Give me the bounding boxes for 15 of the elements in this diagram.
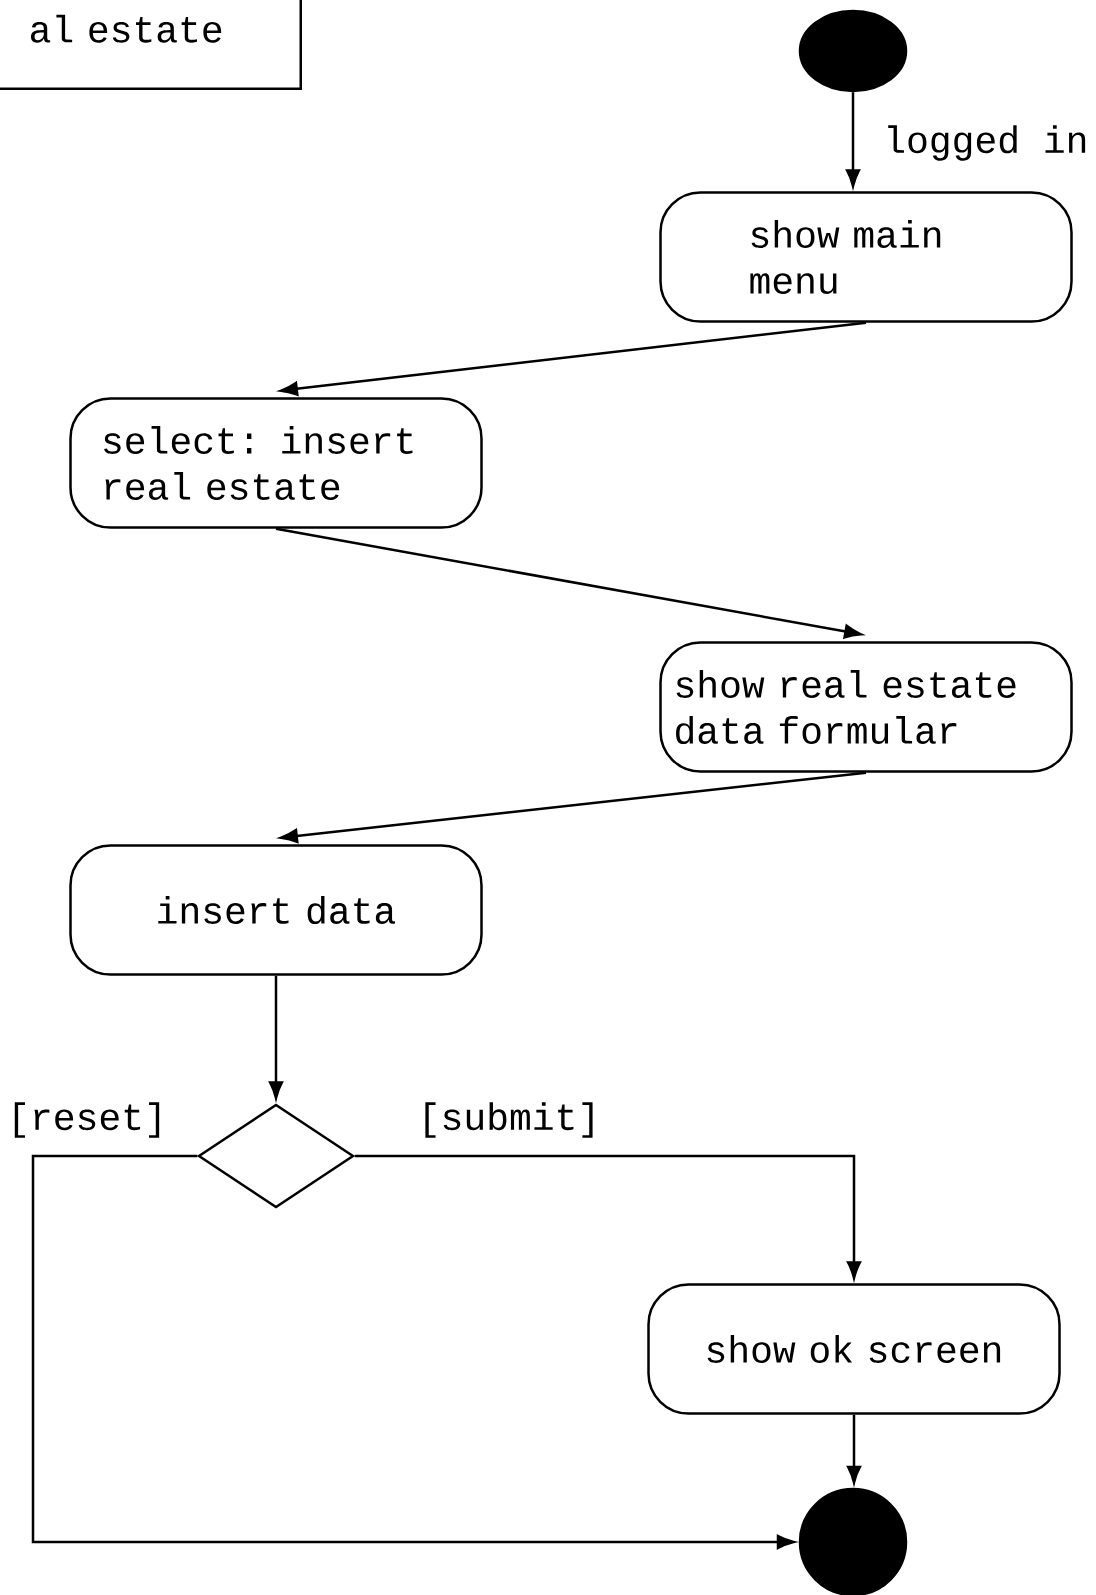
title-box: al estate xyxy=(0,0,302,90)
arrow xyxy=(354,1154,862,1280)
arrow xyxy=(275,527,863,639)
start-node xyxy=(798,9,908,93)
arrow xyxy=(268,975,284,1100)
action-box: insert data xyxy=(69,844,483,976)
edge-label: [submit] xyxy=(415,1100,603,1140)
action-box: show ok screen xyxy=(647,1283,1061,1415)
action-box: select: insert real estate xyxy=(69,397,483,529)
end-node xyxy=(798,1487,908,1595)
action-box: show real estate data formular xyxy=(659,641,1073,773)
arrow xyxy=(845,92,861,188)
edge-label: logged in xyxy=(881,123,1091,163)
action-box: show main menu xyxy=(659,191,1073,323)
edge-label: [reset] xyxy=(5,1100,169,1140)
